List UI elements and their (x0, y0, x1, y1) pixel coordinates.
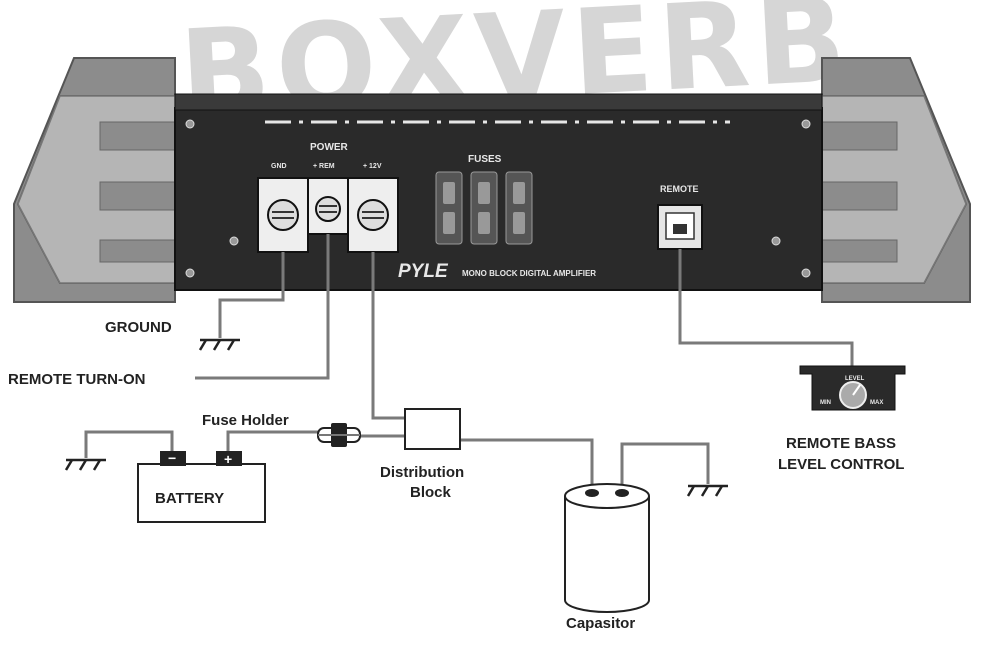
heatsink-right (821, 57, 971, 303)
screw-icon (229, 236, 239, 246)
screw-icon (185, 268, 195, 278)
power-terminal-block (257, 177, 399, 253)
fuses-label: FUSES (468, 154, 502, 165)
screw-icon (185, 119, 195, 129)
wiring (84, 234, 854, 490)
ground-icon (64, 458, 106, 471)
power-label: POWER (310, 142, 349, 153)
ground-icon (686, 484, 728, 497)
remote-cable (678, 249, 854, 366)
power-wire (371, 252, 405, 420)
knob-level-label: LEVEL (845, 376, 865, 382)
screw-icon (771, 236, 781, 246)
screw-icon (801, 119, 811, 129)
remote-turn-on-label: REMOTE TURN-ON (8, 371, 146, 388)
fuse-icon (435, 171, 463, 245)
battery (137, 451, 266, 523)
screw-icon (801, 268, 811, 278)
battery-ground-wire (84, 430, 174, 458)
ground-wire (218, 252, 285, 338)
knob-max-label: MAX (870, 400, 883, 406)
capacitor-positive-wire (460, 438, 594, 490)
distribution-block-label-1: Distribution (380, 464, 464, 481)
terminal-gnd-label: GND (271, 163, 287, 170)
remote-turn-on-wire (195, 234, 330, 380)
terminal-12v-label: + 12V (363, 163, 382, 170)
brand-logo: PYLE (398, 261, 449, 282)
capacitor-label: Capasitor (566, 615, 635, 632)
fuse-holder-icon (317, 423, 361, 447)
heatsink-left (13, 57, 176, 303)
distribution-block (404, 408, 461, 450)
battery-label: BATTERY (155, 490, 224, 507)
model-text: MONO BLOCK DIGITAL AMPLIFIER (462, 269, 596, 278)
remote-bass-label-2: LEVEL CONTROL (778, 456, 904, 473)
fuse-icon (505, 171, 533, 245)
fuse-holder-label: Fuse Holder (202, 412, 289, 429)
remote-bass-label-1: REMOTE BASS (786, 435, 896, 452)
distribution-block-label-2: Block (410, 484, 452, 501)
ground-label: GROUND (105, 319, 172, 336)
capacitor (564, 483, 650, 613)
remote-port-icon (657, 204, 703, 250)
fuse-bank (435, 171, 533, 245)
terminal-screw-icon (357, 199, 389, 231)
knob-min-label: MIN (820, 400, 831, 406)
terminal-screw-icon (315, 196, 341, 222)
terminal-rem-label: + REM (313, 163, 335, 170)
battery-negative-icon: − (168, 450, 176, 466)
ground-icon (198, 338, 240, 351)
remote-bass-controller (799, 365, 906, 411)
battery-positive-wire (226, 430, 318, 452)
terminal-screw-icon (267, 199, 299, 231)
battery-positive-icon: + (224, 451, 232, 467)
capacitor-ground-wire (620, 442, 710, 490)
remote-label: REMOTE (660, 184, 699, 194)
fuse-icon (470, 171, 498, 245)
